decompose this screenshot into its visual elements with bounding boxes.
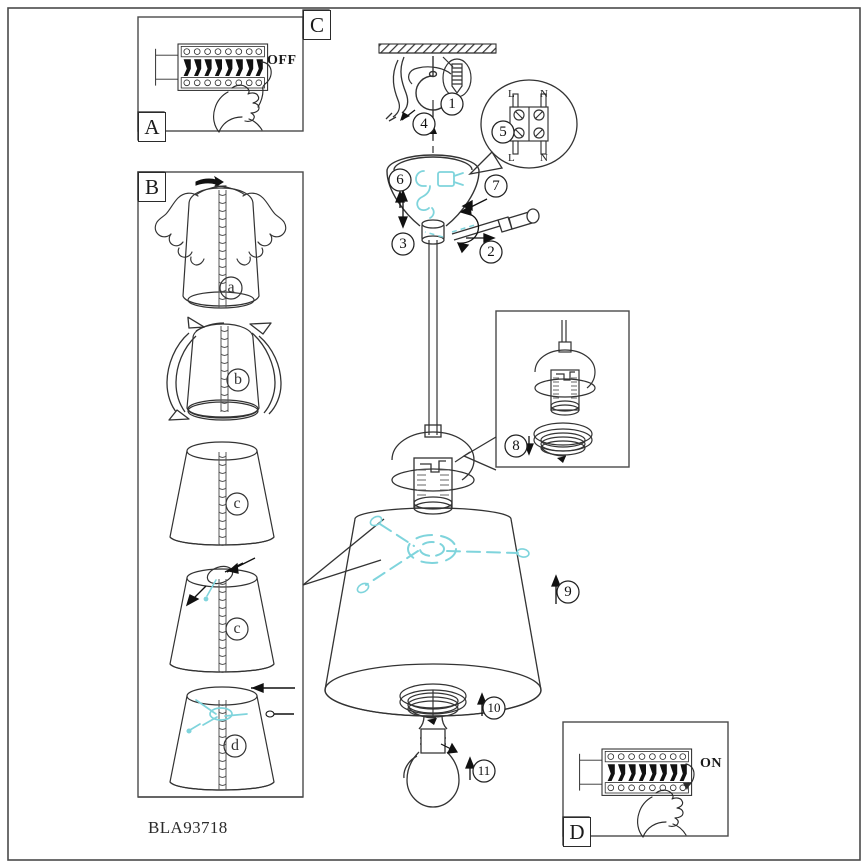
callout-1: 1: [448, 95, 456, 112]
callout-10: 10: [487, 700, 501, 715]
product-code: BLA93718: [148, 818, 228, 837]
callout-2: 2: [487, 243, 495, 260]
step-letter-c-2: c: [233, 495, 241, 512]
panel-label-d: D: [563, 817, 591, 847]
breaker-on-caption: ON: [700, 756, 722, 771]
callout-9: 9: [564, 583, 572, 600]
panel-label-a: A: [138, 112, 166, 142]
step-letter-b-1: b: [234, 371, 242, 388]
callout-7: 7: [492, 177, 500, 194]
callout-5: 5: [499, 123, 507, 140]
panel-label-c: C: [303, 10, 331, 40]
breaker-off-caption: OFF: [267, 53, 297, 68]
step-letter-d-4: d: [231, 737, 239, 754]
step-letter-a-0: a: [227, 279, 235, 296]
step-letter-c-3: c: [233, 620, 241, 637]
callout-11: 11: [477, 763, 491, 778]
terminal-label-top-right: N: [540, 88, 548, 100]
callout-8: 8: [512, 437, 520, 454]
terminal-label-bottom-right: N: [540, 152, 548, 164]
callout-4: 4: [420, 115, 428, 132]
terminal-label-top-left: L: [508, 88, 515, 100]
panel-label-b: B: [138, 172, 166, 202]
callout-3: 3: [399, 235, 407, 252]
callout-6: 6: [396, 171, 404, 188]
terminal-label-bottom-left: L: [508, 152, 515, 164]
